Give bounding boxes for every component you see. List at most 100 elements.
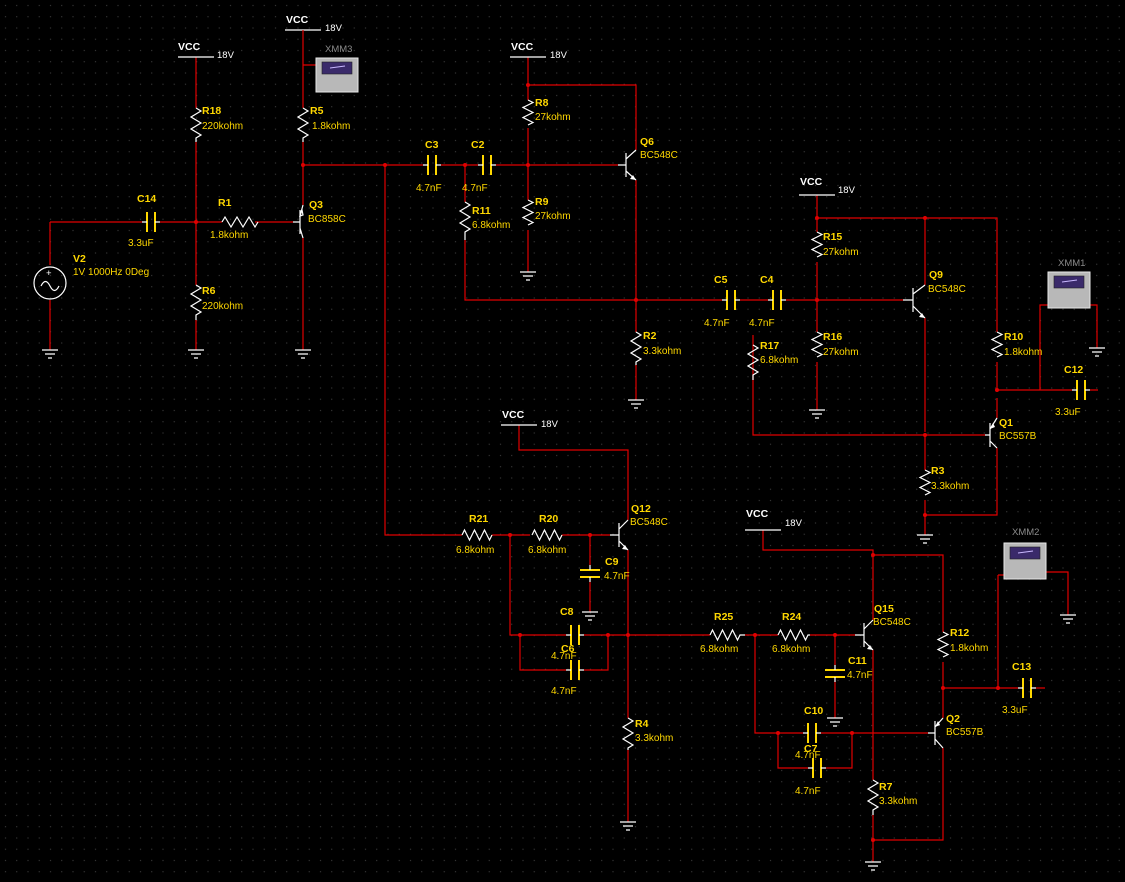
- svg-text:4.7nF: 4.7nF: [551, 686, 577, 697]
- junctions: [194, 83, 1000, 842]
- svg-text:18V: 18V: [838, 185, 856, 196]
- multimeter-xmm3[interactable]: XMM3: [315, 44, 359, 93]
- transistor-q12: Q12 BC548C: [610, 503, 668, 551]
- transistor-q2: Q2 BC557B: [928, 713, 984, 749]
- svg-text:R17: R17: [760, 340, 779, 352]
- resistor-r12: R12 1.8kohm: [936, 627, 988, 658]
- svg-text:BC548C: BC548C: [928, 284, 966, 295]
- svg-text:220kohm: 220kohm: [202, 301, 243, 312]
- svg-text:Q15: Q15: [874, 603, 894, 615]
- svg-text:R11: R11: [472, 205, 491, 217]
- svg-text:4.7nF: 4.7nF: [704, 318, 730, 329]
- svg-text:C14: C14: [137, 193, 156, 205]
- svg-text:R10: R10: [1004, 331, 1023, 343]
- svg-text:BC548C: BC548C: [640, 150, 678, 161]
- transistor-q9: Q9 BC548C: [903, 269, 966, 319]
- svg-text:27kohm: 27kohm: [823, 247, 859, 258]
- svg-text:4.7nF: 4.7nF: [551, 651, 577, 662]
- svg-text:220kohm: 220kohm: [202, 121, 243, 132]
- capacitor-c3: C3 4.7nF: [416, 139, 442, 194]
- resistor-r25: R25 6.8kohm: [700, 611, 745, 655]
- svg-text:R4: R4: [635, 718, 649, 730]
- resistor-r3: R3 3.3kohm: [918, 465, 969, 496]
- svg-text:R25: R25: [714, 611, 733, 623]
- svg-text:BC557B: BC557B: [946, 727, 984, 738]
- svg-text:4.7nF: 4.7nF: [795, 786, 821, 797]
- svg-text:R1: R1: [218, 197, 232, 209]
- svg-text:27kohm: 27kohm: [823, 347, 859, 358]
- svg-text:Q2: Q2: [946, 713, 960, 725]
- svg-text:3.3uF: 3.3uF: [128, 238, 154, 249]
- svg-text:4.7nF: 4.7nF: [847, 670, 873, 681]
- svg-text:C11: C11: [848, 655, 867, 667]
- capacitor-c5: C5 4.7nF: [704, 274, 740, 329]
- svg-text:3.3kohm: 3.3kohm: [879, 796, 917, 807]
- svg-text:R12: R12: [950, 627, 969, 639]
- svg-text:C6: C6: [561, 643, 575, 655]
- resistor-r5: R5 1.8kohm: [296, 105, 350, 142]
- svg-text:R9: R9: [535, 196, 549, 208]
- vcc-rail-6: VCC 18V: [745, 508, 803, 531]
- svg-text:C10: C10: [804, 705, 823, 717]
- svg-text:3.3kohm: 3.3kohm: [931, 481, 969, 492]
- resistor-r20: R20 6.8kohm: [528, 513, 566, 556]
- svg-text:VCC: VCC: [178, 41, 201, 53]
- svg-text:R20: R20: [539, 513, 558, 525]
- capacitor-c8: C8 4.7nF: [551, 606, 584, 662]
- svg-text:4.7nF: 4.7nF: [749, 318, 775, 329]
- svg-text:18V: 18V: [325, 23, 343, 34]
- transistor-q3: Q3 BC858C: [293, 199, 346, 239]
- svg-text:+: +: [46, 268, 52, 279]
- svg-text:R16: R16: [823, 331, 842, 343]
- svg-text:C13: C13: [1012, 661, 1031, 673]
- capacitor-c11: C11 4.7nF: [825, 655, 873, 682]
- svg-text:R7: R7: [879, 781, 893, 793]
- capacitor-c12: C12 3.3uF: [1055, 364, 1090, 418]
- resistor-r17: R17 6.8kohm: [746, 340, 798, 380]
- svg-text:18V: 18V: [541, 419, 559, 430]
- svg-text:3.3kohm: 3.3kohm: [635, 733, 673, 744]
- capacitor-c6: C6 4.7nF: [551, 643, 584, 697]
- svg-text:R5: R5: [310, 105, 324, 117]
- svg-text:VCC: VCC: [746, 508, 769, 520]
- svg-text:XMM1: XMM1: [1058, 258, 1085, 269]
- svg-text:R15: R15: [823, 231, 842, 243]
- svg-text:R6: R6: [202, 285, 216, 297]
- multimeter-xmm1[interactable]: XMM1: [1047, 258, 1091, 309]
- svg-text:R2: R2: [643, 330, 657, 342]
- svg-text:18V: 18V: [785, 518, 803, 529]
- resistor-r9: R9 27kohm: [521, 196, 571, 226]
- svg-text:4.7nF: 4.7nF: [604, 571, 630, 582]
- transistor-q1: Q1 BC557B: [985, 417, 1037, 449]
- resistor-r7: R7 3.3kohm: [866, 779, 917, 815]
- capacitor-c9: C9 4.7nF: [580, 556, 630, 582]
- resistor-r18: R18 220kohm: [189, 105, 243, 142]
- svg-text:BC548C: BC548C: [630, 517, 668, 528]
- svg-text:C7: C7: [804, 743, 818, 755]
- svg-text:C9: C9: [605, 556, 619, 568]
- svg-text:18V: 18V: [550, 50, 568, 61]
- svg-text:6.8kohm: 6.8kohm: [772, 644, 810, 655]
- svg-text:6.8kohm: 6.8kohm: [700, 644, 738, 655]
- svg-text:27kohm: 27kohm: [535, 211, 571, 222]
- svg-text:R24: R24: [782, 611, 801, 623]
- svg-text:C4: C4: [760, 274, 774, 286]
- svg-text:3.3uF: 3.3uF: [1055, 407, 1081, 418]
- resistor-r21: R21 6.8kohm: [456, 513, 494, 556]
- ac-source-v2: + V2 1V 1000Hz 0Deg: [33, 253, 149, 300]
- svg-text:R18: R18: [202, 105, 221, 117]
- resistor-r16: R16 27kohm: [810, 331, 859, 358]
- svg-text:1.8kohm: 1.8kohm: [210, 230, 248, 241]
- svg-text:R3: R3: [931, 465, 945, 477]
- resistor-r4: R4 3.3kohm: [621, 717, 673, 750]
- multimeter-xmm2[interactable]: XMM2: [1003, 527, 1047, 580]
- svg-text:C3: C3: [425, 139, 439, 151]
- svg-text:Q3: Q3: [309, 199, 323, 211]
- capacitor-c10: C10 4.7nF: [795, 705, 823, 761]
